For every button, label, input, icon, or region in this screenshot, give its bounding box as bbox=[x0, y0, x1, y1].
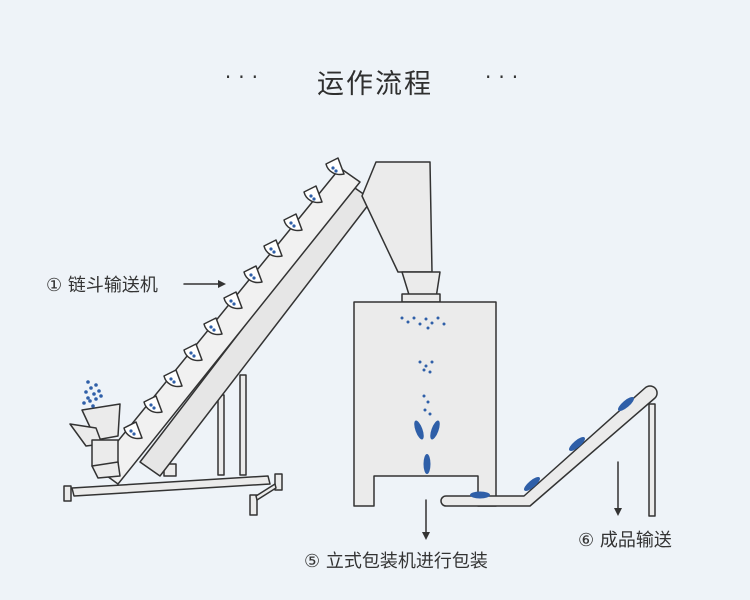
conveyor-base-frame bbox=[63, 473, 283, 516]
callout-arrows bbox=[183, 280, 622, 540]
page-title: 运作流程 bbox=[317, 68, 433, 100]
vertical-packaging-machine bbox=[353, 301, 497, 507]
discharge-chute bbox=[361, 161, 441, 303]
falling-granules bbox=[400, 316, 446, 416]
finished-bags bbox=[470, 397, 634, 499]
label-packaging: ⑤ 立式包装机进行包装 bbox=[304, 551, 488, 572]
output-conveyor-belt bbox=[440, 385, 658, 507]
label-output-conveyor: ⑥ 成品输送 bbox=[578, 530, 672, 551]
title-dots-left: ··· bbox=[224, 65, 265, 89]
feed-hopper bbox=[69, 403, 121, 479]
packaged-bags-falling bbox=[414, 420, 440, 474]
packaging-machine-body bbox=[353, 301, 497, 507]
title-row: ··· 运作流程 ··· bbox=[0, 58, 750, 104]
output-conveyor bbox=[440, 385, 658, 517]
conveyor-back-panel bbox=[139, 185, 373, 477]
title-dots-right: ··· bbox=[485, 65, 526, 89]
output-conveyor-leg bbox=[648, 403, 656, 517]
bucket-conveyor bbox=[63, 157, 441, 516]
hopper-material bbox=[82, 380, 103, 408]
label-bucket-conveyor: ① 链斗输送机 bbox=[46, 275, 158, 296]
conveyor-front-panel bbox=[95, 167, 361, 485]
conveyor-buckets bbox=[123, 157, 345, 440]
bucket-contents bbox=[129, 166, 338, 436]
diagram-labels: ① 链斗输送机 ⑤ 立式包装机进行包装 ⑥ 成品输送 bbox=[46, 275, 672, 572]
